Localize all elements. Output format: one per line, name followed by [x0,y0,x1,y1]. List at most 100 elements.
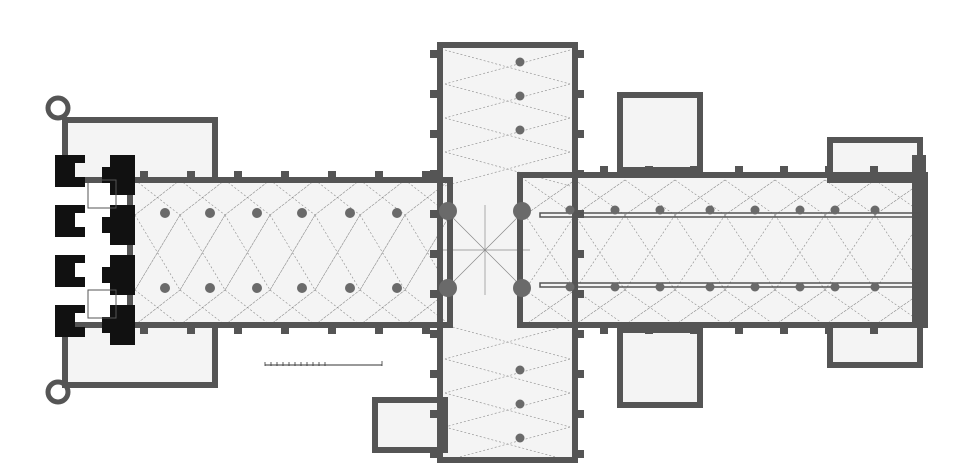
buttress [430,330,442,338]
crossing-rib [484,217,518,251]
buttress [187,171,195,183]
north-vestry-floor [620,95,700,170]
transept-pier [515,433,525,443]
buttress [780,322,788,334]
north-tower-vault [87,179,117,209]
choir-vault-bay [774,214,826,291]
buttress [234,171,242,183]
choir-vault-bay [724,214,776,291]
south-vestry-wall [617,327,703,408]
transept-pier [515,399,525,409]
buttress [328,171,336,183]
transept-pier [515,91,525,101]
tower-pier [55,155,135,195]
choir-vault-bay [624,214,676,291]
south-aisle-vault-bay [314,289,361,326]
buttress [140,171,148,183]
choir-pier [750,205,760,215]
nave-pier [205,283,215,293]
choir-pier [705,205,715,215]
choir-pier [610,205,620,215]
buttress [645,322,653,334]
buttress [572,290,584,298]
buttress [870,166,878,178]
buttress [572,450,584,458]
crossing-pier [513,202,531,220]
south-aisle-vault-bay [224,289,271,326]
choir-vault-bay [824,214,876,291]
choir-screen-south [539,282,921,288]
south-transept-vault [444,392,571,428]
choir-pier [705,282,715,292]
choir-pier [870,205,880,215]
buttress [600,322,608,334]
buttress [572,370,584,378]
buttress [825,322,833,334]
choir-pier [565,282,575,292]
buttress [572,50,584,58]
buttress [690,322,698,334]
north-aisle-vault-bay [359,179,406,216]
choir-pier [795,205,805,215]
transept-pier [515,125,525,135]
buttress [328,322,336,334]
buttress [572,130,584,138]
south-aisle-vault-bay [134,289,181,326]
choir-pier [870,282,880,292]
choir-vault-bay [874,214,926,291]
north-transept-vault [444,117,571,153]
buttress [825,166,833,178]
buttress [572,90,584,98]
north-aisle-vault-bay [224,179,271,216]
buttress [375,322,383,334]
vault-ribs [134,49,926,462]
north-aisle-vault-bay [314,179,361,216]
buttress [780,166,788,178]
south-aisle-vault-bay [359,289,406,326]
scale-bar [264,361,383,366]
choir-vault-bay [674,214,726,291]
nw-stair-turret [45,95,71,121]
floor-areas [65,45,925,460]
choir-pier [610,282,620,292]
buttress [430,90,442,98]
nave-pier [160,208,170,218]
piers [160,57,880,443]
south-transept-vault [444,358,571,394]
buttress [140,322,148,334]
buttress [281,171,289,183]
choir-pier [830,282,840,292]
choir-vault-bay [574,214,626,291]
crossing-rib [452,217,486,251]
south-aisle-vault-bay [179,289,226,326]
nave-pier [252,283,262,293]
nave-pier [252,208,262,218]
buttress [690,166,698,178]
buttress [430,290,442,298]
nave-pier [205,208,215,218]
buttress [234,322,242,334]
buttress [430,370,442,378]
choir-screen-north [539,212,921,218]
north-vestry-wall [617,92,703,173]
buttress [572,210,584,218]
buttress [430,210,442,218]
buttress [430,410,442,418]
north-aisle-vault-bay [134,179,181,216]
choir-pier [655,282,665,292]
transept-pier [515,57,525,67]
nave-pier [392,208,402,218]
choir-pier [830,205,840,215]
nave-pier [297,283,307,293]
choir-pier [565,205,575,215]
buttress [422,171,430,183]
north-transept-vault [444,49,571,85]
nw-chapel-floor [65,120,215,180]
south-transept-vault [444,324,571,360]
choir-pier [795,282,805,292]
buttress [281,322,289,334]
north-transept-vault [444,83,571,119]
nave-pier [297,208,307,218]
choir-floor [520,175,925,325]
buttress [430,50,442,58]
